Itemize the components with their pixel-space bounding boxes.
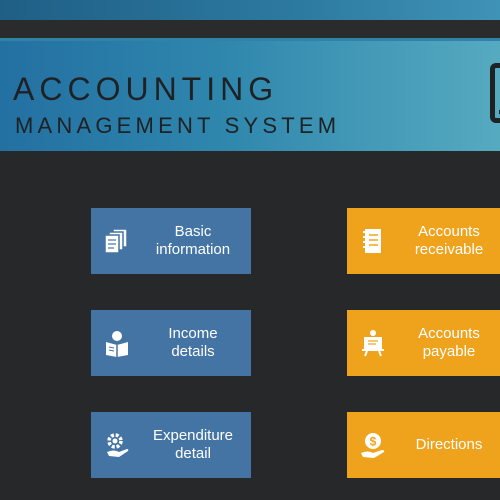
presentation-board-icon [347,310,399,376]
accounts-receivable-label: Accounts receivable [414,223,484,258]
directions-label: Directions [415,436,483,453]
accounts-payable-label: Accounts payable [418,325,480,360]
person-book-icon [91,310,143,376]
accounts-payable-button[interactable]: Accounts payable [347,310,500,376]
documents-icon [91,208,143,274]
top-divider-band [0,20,500,38]
svg-text:$: $ [370,435,377,449]
money-hand-icon: $ [347,412,399,478]
expenditure-detail-button[interactable]: Expenditure detail [91,412,251,478]
income-details-label: Income details [168,325,218,360]
basic-information-label: Basic information [155,223,231,258]
basic-information-button[interactable]: Basic information [91,208,251,274]
notepad-icon [347,208,399,274]
accounts-receivable-button[interactable]: Accounts receivable [347,208,500,274]
gear-hand-icon [91,412,143,478]
directions-button[interactable]: $ Directions [347,412,500,478]
tablet-icon [490,63,500,123]
top-divider-line [0,38,500,41]
app-subtitle: MANAGEMENT SYSTEM [15,113,341,138]
expenditure-detail-label: Expenditure detail [152,427,234,462]
app-header: ACCOUNTING MANAGEMENT SYSTEM [0,41,500,151]
income-details-button[interactable]: Income details [91,310,251,376]
top-banner-strip [0,0,500,20]
app-title: ACCOUNTING [13,71,279,107]
